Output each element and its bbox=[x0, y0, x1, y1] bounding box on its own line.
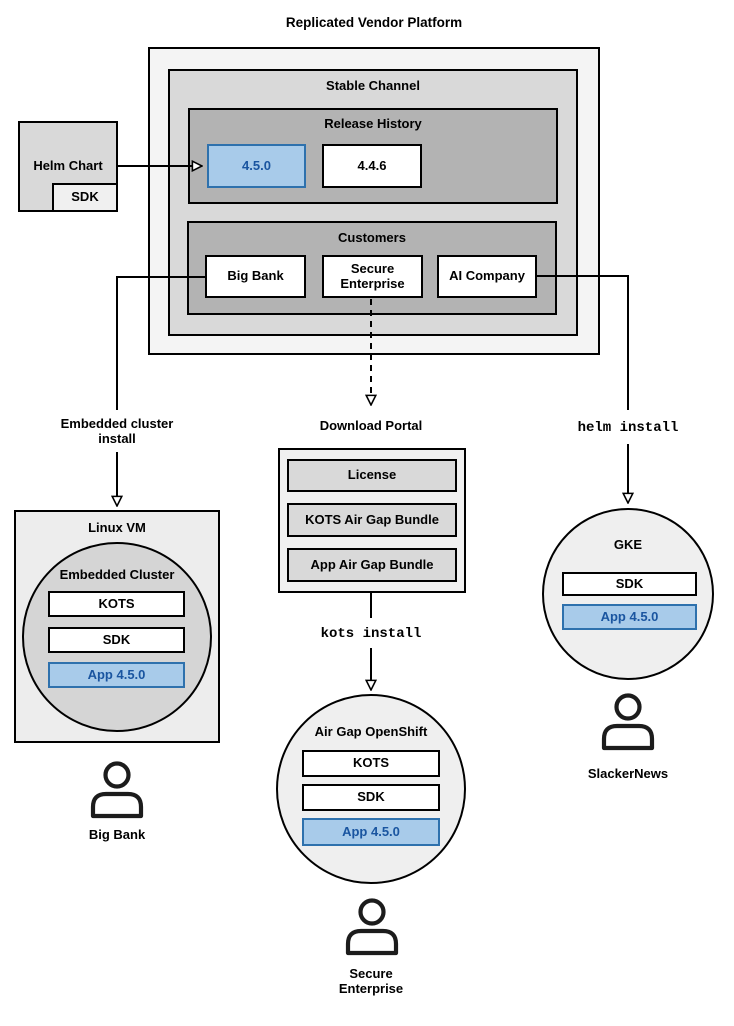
customer-secure-enterprise: Secure Enterprise bbox=[322, 255, 423, 298]
user-label-slackernews: SlackerNews bbox=[587, 766, 669, 781]
openshift-sdk-box: SDK bbox=[302, 784, 440, 811]
openshift-kots-box: KOTS bbox=[302, 750, 440, 777]
openshift-app-box: App 4.5.0 bbox=[302, 818, 440, 846]
linux-vm-kots-box: KOTS bbox=[48, 591, 185, 617]
user-label-big-bank: Big Bank bbox=[88, 827, 146, 842]
helm-chart-sdk-box: SDK bbox=[52, 183, 118, 212]
user-icon-secure-enterprise bbox=[345, 898, 399, 956]
release-4-4-6: 4.4.6 bbox=[322, 144, 422, 188]
linux-vm-app-box: App 4.5.0 bbox=[48, 662, 185, 688]
edge-label-embedded-cluster-install: Embedded cluster install bbox=[60, 416, 174, 446]
air-gap-openshift-label: Air Gap OpenShift bbox=[314, 724, 428, 739]
gke-label: GKE bbox=[613, 537, 643, 552]
portal-item-kots-airgap-bundle: KOTS Air Gap Bundle bbox=[287, 503, 457, 537]
user-label-secure-enterprise: Secure Enterprise bbox=[338, 966, 404, 996]
diagram-title: Replicated Vendor Platform bbox=[285, 15, 463, 30]
download-portal-label: Download Portal bbox=[319, 418, 423, 433]
gke-app-box: App 4.5.0 bbox=[562, 604, 697, 630]
customers-label: Customers bbox=[338, 230, 406, 245]
stable-channel-label: Stable Channel bbox=[326, 78, 420, 93]
portal-item-license: License bbox=[287, 459, 457, 492]
linux-vm-sdk-box: SDK bbox=[48, 627, 185, 653]
embedded-cluster-label: Embedded Cluster bbox=[59, 567, 175, 582]
user-body-icon bbox=[90, 791, 144, 819]
edge-label-kots-install: kots install bbox=[320, 626, 422, 642]
user-body-icon bbox=[601, 723, 655, 751]
user-icon-big-bank bbox=[90, 761, 144, 819]
edge-label-helm-install: helm install bbox=[577, 420, 679, 436]
release-4-5-0: 4.5.0 bbox=[207, 144, 306, 188]
linux-vm-label: Linux VM bbox=[88, 520, 146, 535]
user-head-icon bbox=[358, 898, 386, 926]
user-body-icon bbox=[345, 928, 399, 956]
user-head-icon bbox=[614, 693, 642, 721]
customer-ai-company: AI Company bbox=[437, 255, 537, 298]
user-head-icon bbox=[103, 761, 131, 789]
portal-item-app-airgap-bundle: App Air Gap Bundle bbox=[287, 548, 457, 582]
customer-big-bank: Big Bank bbox=[205, 255, 306, 298]
gke-sdk-box: SDK bbox=[562, 572, 697, 596]
release-history-label: Release History bbox=[324, 116, 422, 131]
helm-chart-label: Helm Chart bbox=[33, 158, 103, 173]
user-icon-slackernews bbox=[601, 693, 655, 751]
